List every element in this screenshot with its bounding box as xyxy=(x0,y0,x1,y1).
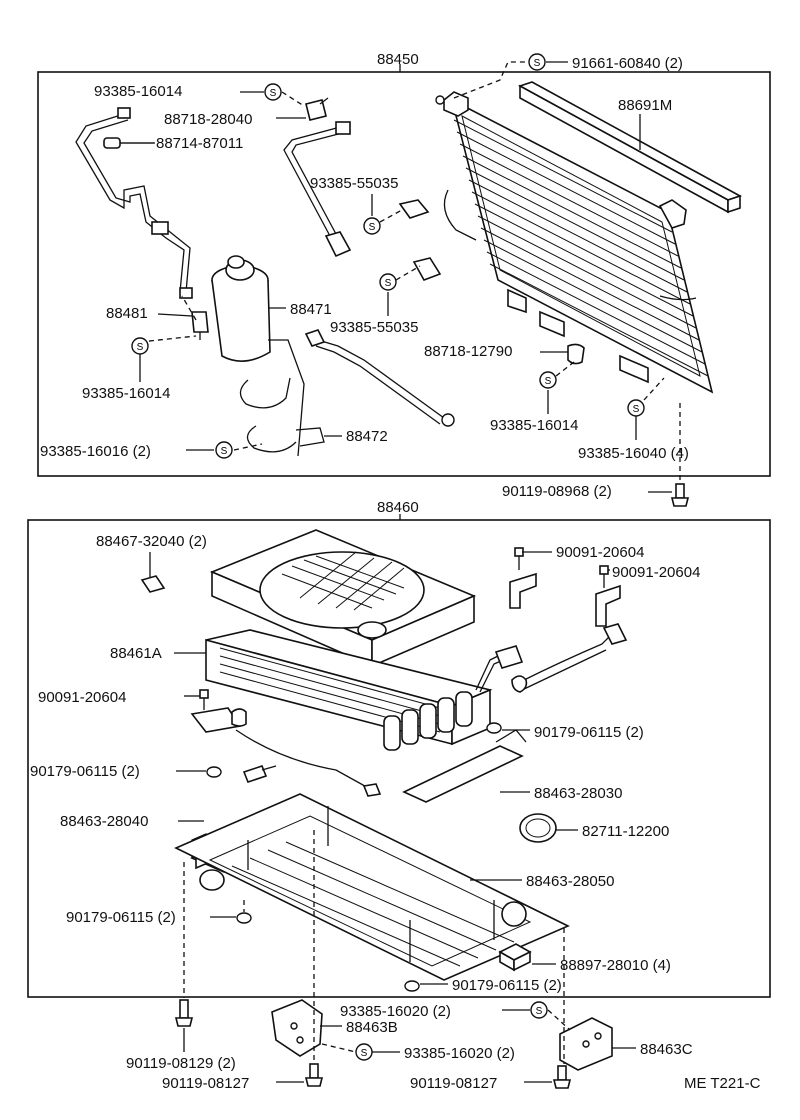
part-label-93385-16016: 93385-16016 (2) xyxy=(40,443,151,460)
lower-pipe xyxy=(475,623,628,693)
svg-text:S: S xyxy=(385,278,392,289)
bolt-90119-08129 xyxy=(174,999,194,1027)
discharge-pipe xyxy=(75,107,193,299)
part-label-88463-28030: 88463-28030 xyxy=(534,785,622,802)
lower-assembly-number: 88460 xyxy=(377,499,419,516)
part-label-88463b: 88463B xyxy=(346,1019,398,1036)
part-label-88714-87011: 88714-87011 xyxy=(156,135,243,152)
nut-symbols xyxy=(206,722,502,992)
part-label-90179-06115-c: 90179-06115 (2) xyxy=(66,909,176,926)
svg-text:S: S xyxy=(361,1048,368,1059)
part-label-93385-16040: 93385-16040 (4) xyxy=(578,445,689,462)
screw-90091-top xyxy=(514,547,524,570)
condenser-seal-strip xyxy=(518,81,742,214)
upper-assembly-frame xyxy=(37,71,771,477)
bolt-90119-08127-right xyxy=(552,1065,572,1089)
drain-hose-88897 xyxy=(498,943,532,972)
part-label-88472: 88472 xyxy=(346,428,388,445)
part-label-91661: 91661-60840 (2) xyxy=(572,55,683,72)
capacitors xyxy=(383,691,473,751)
screw-90091-left xyxy=(199,689,209,710)
part-label-90119-08127-right: 90119-08127 xyxy=(410,1075,497,1092)
svg-text:S: S xyxy=(534,58,541,69)
liquid-pipe-upper xyxy=(283,121,352,258)
part-label-88718-12790: 88718-12790 xyxy=(424,343,512,360)
clip-88467 xyxy=(140,575,166,593)
clamp-88718-12790 xyxy=(567,343,585,365)
relay-bracket-right xyxy=(595,584,621,627)
part-label-88463-28040: 88463-28040 xyxy=(60,813,148,830)
wiring-harness xyxy=(190,707,382,797)
figure-code: ME T221-C xyxy=(684,1075,761,1092)
part-label-93385-16014-right: 93385-16014 xyxy=(490,417,578,434)
part-label-90119-08127-left: 90119-08127 xyxy=(162,1075,249,1092)
s-letters: S S S S S S S S S S xyxy=(137,58,640,1059)
part-label-93385-16020-a: 93385-16020 (2) xyxy=(340,1003,451,1020)
part-label-93385-55035-lower: 93385-55035 xyxy=(330,319,418,336)
band-82711-12200 xyxy=(519,813,557,843)
fan-housing xyxy=(209,529,477,668)
part-label-88461a: 88461A xyxy=(110,645,162,662)
part-label-93385-55035-upper: 93385-55035 xyxy=(310,175,398,192)
svg-text:S: S xyxy=(536,1006,543,1017)
svg-text:S: S xyxy=(270,88,277,99)
part-label-82711-12200: 82711-12200 xyxy=(582,823,669,840)
svg-text:S: S xyxy=(137,342,144,353)
part-label-90179-06115-d: 90179-06115 (2) xyxy=(452,977,562,994)
part-label-88467-32040: 88467-32040 (2) xyxy=(96,533,207,550)
svg-text:S: S xyxy=(221,446,228,457)
part-label-88463-28050: 88463-28050 xyxy=(526,873,614,890)
s-symbol-upper xyxy=(131,53,645,459)
clamp-88718-28040 xyxy=(305,97,329,121)
tray-88463-28050 xyxy=(174,793,570,981)
part-label-90119-08129: 90119-08129 (2) xyxy=(126,1055,236,1072)
clamp-upper-right xyxy=(398,199,430,219)
condenser xyxy=(435,91,714,394)
part-label-93385-16014-left: 93385-16014 xyxy=(82,385,170,402)
pressure-switch-88481 xyxy=(191,311,209,340)
part-label-93385-16014-top: 93385-16014 xyxy=(94,83,182,100)
receiver-bracket-88472 xyxy=(239,339,325,457)
svg-text:S: S xyxy=(633,404,640,415)
clamp-middle xyxy=(412,257,442,281)
bracket-88463b xyxy=(271,999,323,1057)
part-label-90179-06115-b: 90179-06115 (2) xyxy=(30,763,140,780)
upper-assembly-number: 88450 xyxy=(377,51,419,68)
bracket-88463c xyxy=(559,1017,613,1071)
part-label-90091-20604-top: 90091-20604 xyxy=(556,544,644,561)
part-label-90091-20604-left: 90091-20604 xyxy=(38,689,126,706)
lower-assembly-frame xyxy=(27,519,771,998)
bolt-90119-08968 xyxy=(670,483,690,507)
part-label-88481: 88481 xyxy=(106,305,148,322)
part-label-88897-28010: 88897-28010 (4) xyxy=(560,957,671,974)
svg-text:S: S xyxy=(369,222,376,233)
screw-90091-right xyxy=(599,565,609,588)
svg-text:S: S xyxy=(545,376,552,387)
liquid-pipe-lower xyxy=(304,329,455,427)
part-label-88718-28040: 88718-28040 xyxy=(164,111,252,128)
part-label-88691m: 88691M xyxy=(618,97,672,114)
relay-bracket-left xyxy=(509,572,537,609)
part-label-93385-16020-b: 93385-16020 (2) xyxy=(404,1045,515,1062)
part-label-88463c: 88463C xyxy=(640,1041,693,1058)
part-label-90179-06115-a: 90179-06115 (2) xyxy=(534,724,644,741)
part-label-88471: 88471 xyxy=(290,301,332,318)
bolt-90119-08127-left xyxy=(304,1063,324,1087)
part-label-90119-08968: 90119-08968 (2) xyxy=(502,483,612,500)
s-symbol-lower xyxy=(355,1001,548,1061)
bracket-88463-28030 xyxy=(402,729,527,803)
part-label-90091-20604-right: 90091-20604 xyxy=(612,564,700,581)
receiver-dryer-88471 xyxy=(211,255,271,362)
